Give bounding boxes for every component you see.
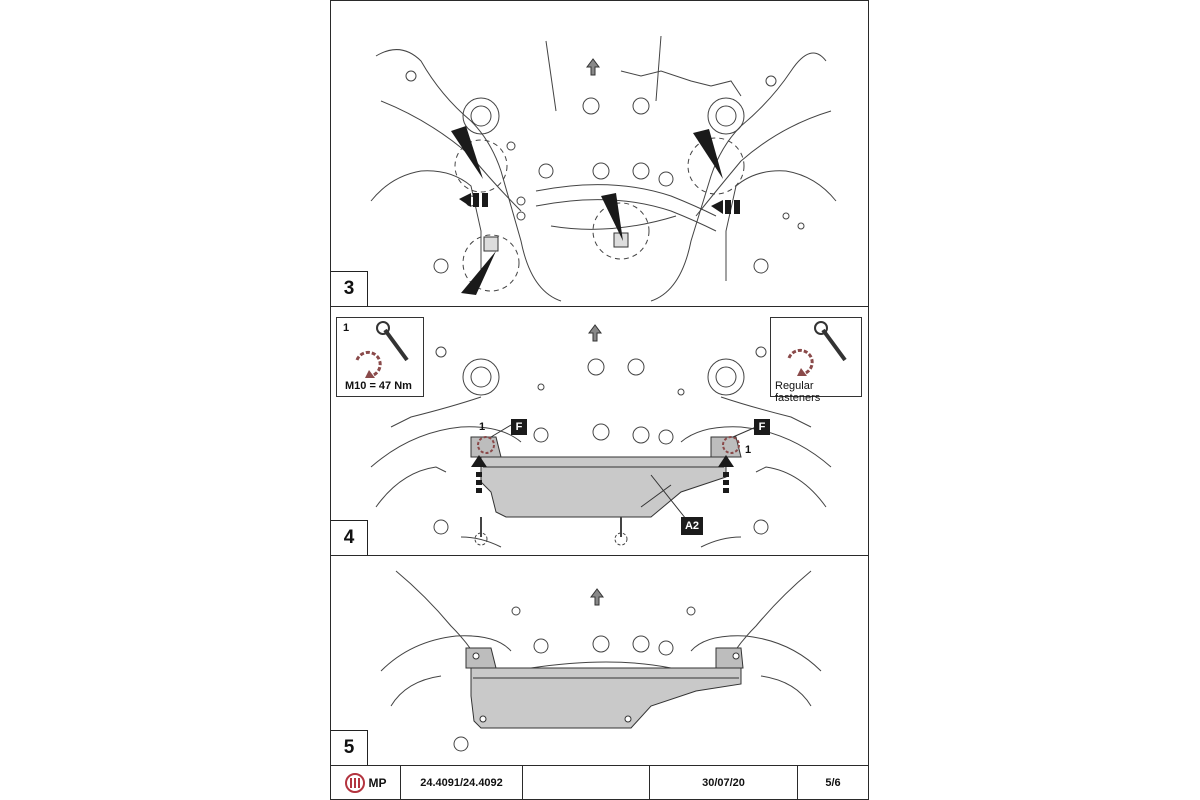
tag-f-right: F	[754, 419, 770, 435]
mp-logo-icon	[344, 772, 365, 793]
instruction-sheet: 3	[330, 0, 869, 800]
torque-value: M10 = 47 Nm	[345, 380, 412, 392]
regular-fasteners-label: Regular fasteners	[775, 380, 821, 404]
callout-1-right: 1	[745, 444, 752, 456]
regular-fasteners-inset: Regular fasteners	[770, 317, 862, 404]
page-number: 5/6	[825, 776, 841, 789]
ratchet-wrench-icon	[787, 321, 847, 376]
part-numbers: 24.4091/24.4092	[401, 766, 523, 799]
callout-1-left: 1	[479, 421, 486, 433]
step-5-drawing	[380, 570, 822, 752]
step-4-panel: 1 M10 = 47 Nm Regular fasteners F F A2 1…	[331, 306, 868, 556]
ratchet-wrench-icon	[355, 321, 409, 378]
step-3-panel: 3	[331, 0, 868, 307]
logo-text: MP	[368, 775, 387, 790]
skid-plate-a2	[480, 456, 727, 518]
torque-step-number: 1	[343, 322, 350, 334]
torque-inset: 1 M10 = 47 Nm	[336, 317, 424, 397]
date: 30/07/20	[650, 766, 798, 799]
tag-a2: A2	[681, 517, 703, 535]
step-number: 3	[331, 271, 368, 306]
tag-f-left: F	[511, 419, 527, 435]
skid-plate-installed	[470, 667, 742, 729]
step-3-drawing	[370, 35, 837, 302]
step-number: 5	[331, 730, 368, 765]
step-5-panel: 5	[331, 555, 868, 766]
step-4-drawing	[370, 324, 832, 548]
title-block: MP 24.4091/24.4092 30/07/20 5/6	[331, 765, 868, 800]
blank-cell	[523, 766, 650, 799]
step-number: 4	[331, 520, 368, 555]
logo-cell: MP	[331, 766, 401, 799]
